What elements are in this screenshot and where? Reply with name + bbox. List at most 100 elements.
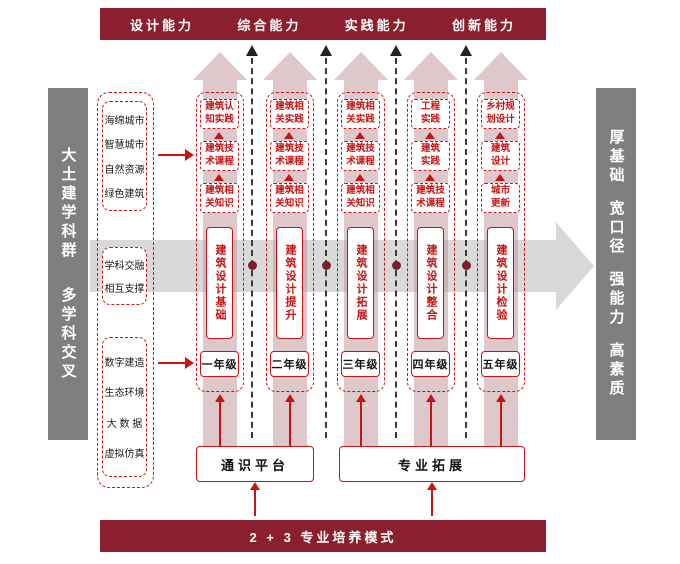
- main-flow-arrow-head-icon: [556, 222, 594, 310]
- year-label: 五年级: [481, 351, 520, 377]
- support-item: 大 数 据: [106, 418, 143, 430]
- connector-line: [289, 402, 291, 446]
- year-column-2: 建筑相 关实践 建筑技 术课程 建筑相 关知识 建筑设计提升 二年级: [266, 92, 314, 392]
- connector-arrow-icon: [356, 394, 366, 402]
- dashed-arrow-head-icon: [390, 45, 402, 56]
- node-dot: [392, 261, 401, 270]
- design-core-label: 建筑设计基础: [214, 244, 226, 322]
- connector-line: [431, 490, 433, 516]
- connector-line: [219, 402, 221, 446]
- vertical-phrase: 高素质: [607, 342, 625, 399]
- support-item: 虚拟仿真: [104, 449, 145, 461]
- dashed-arrow-head-icon: [246, 45, 258, 56]
- year-column-5: 乡村规 划设计 建筑 设计 城市 更新 建筑设计检验 五年级: [477, 92, 525, 392]
- support-item: 海绵城市: [104, 115, 145, 127]
- support-item: 数字建造: [104, 357, 145, 369]
- support-group-integration: 学科交融 相互支撑: [102, 247, 147, 305]
- design-core-label: 建筑设计提升: [284, 244, 296, 322]
- node-dot: [462, 261, 471, 270]
- course-box: 建筑相 关知识: [200, 183, 239, 213]
- vertical-phrase: 大土建学科群: [59, 146, 77, 261]
- pink-up-arrow-head-icon: [474, 52, 528, 80]
- vertical-phrase: 强能力: [607, 271, 625, 328]
- platform-label: 通识平台: [220, 457, 289, 473]
- dashed-arrow-head-icon: [320, 45, 332, 56]
- course-box: 建筑技 术课程: [270, 141, 309, 171]
- up-arrow-icon: [214, 174, 224, 181]
- support-panel: 海绵城市 智慧城市 自然资源 绿色建筑 学科交融 相互支撑 数字建造 生态环境 …: [97, 92, 154, 488]
- design-core-box: 建筑设计检验: [487, 227, 514, 339]
- up-arrow-icon: [425, 174, 435, 181]
- course-box: 建筑认 知实践: [200, 99, 239, 129]
- support-group-technology: 数字建造 生态环境 大 数 据 虚拟仿真: [102, 337, 147, 477]
- course-box: 建筑 实践: [411, 141, 450, 171]
- course-box: 建筑技 术课程: [411, 183, 450, 213]
- vertical-phrase: 多学科交叉: [59, 286, 77, 382]
- capability-label: 实践能力: [344, 17, 409, 33]
- course-box: 城市 更新: [481, 183, 520, 213]
- design-core-box: 建筑设计拓展: [347, 227, 374, 339]
- capability-label: 综合能力: [237, 17, 302, 33]
- up-arrow-icon: [284, 174, 294, 181]
- course-box: 建筑技 术课程: [200, 141, 239, 171]
- up-arrow-icon: [284, 132, 294, 139]
- connector-line: [360, 402, 362, 446]
- node-dot: [322, 261, 331, 270]
- up-arrow-icon: [495, 132, 505, 139]
- node-dot: [248, 261, 257, 270]
- dashed-arrow-line: [395, 58, 397, 438]
- up-arrow-icon: [425, 132, 435, 139]
- year-column-3: 建筑相 关实践 建筑技 术课程 建筑相 关知识 建筑设计拓展 三年级: [337, 92, 385, 392]
- year-label: 四年级: [411, 351, 450, 377]
- up-arrow-icon: [214, 132, 224, 139]
- platform-box-professional: 专业拓展: [339, 446, 525, 482]
- left-discipline-bar: 大土建学科群 多学科交叉: [48, 88, 88, 440]
- course-box: 建筑相 关知识: [341, 183, 380, 213]
- support-item: 学科交融: [104, 260, 145, 272]
- year-label: 三年级: [341, 351, 380, 377]
- design-core-label: 建筑设计拓展: [355, 244, 367, 322]
- up-arrow-icon: [355, 132, 365, 139]
- up-arrow-icon: [355, 174, 365, 181]
- support-group-cities: 海绵城市 智慧城市 自然资源 绿色建筑: [102, 101, 147, 211]
- pink-up-arrow-head-icon: [334, 52, 388, 80]
- course-box: 工程 实践: [411, 99, 450, 129]
- connector-arrow-icon: [215, 394, 225, 402]
- right-arrow-icon: [185, 149, 194, 161]
- connector-line: [500, 402, 502, 446]
- design-core-label: 建筑设计整合: [425, 244, 437, 322]
- year-column-4: 工程 实践 建筑 实践 建筑技 术课程 建筑设计整合 四年级: [407, 92, 455, 392]
- capability-bar: 设计能力 综合能力 实践能力 创新能力: [100, 8, 546, 40]
- pink-up-arrow-head-icon: [193, 52, 247, 80]
- year-label: 一年级: [200, 351, 239, 377]
- connector-line: [254, 490, 256, 516]
- right-arrow-icon: [185, 357, 194, 369]
- course-box: 建筑相 关知识: [270, 183, 309, 213]
- dashed-arrow-line: [465, 58, 467, 438]
- support-item: 智慧城市: [104, 140, 145, 152]
- design-core-box: 建筑设计整合: [417, 227, 444, 339]
- connector-arrow-icon: [250, 482, 260, 490]
- right-quality-bar: 厚基础 宽口径 强能力 高素质: [596, 88, 636, 440]
- platform-label: 专业拓展: [397, 457, 466, 473]
- course-box: 建筑技 术课程: [341, 141, 380, 171]
- course-box: 建筑 设计: [481, 141, 520, 171]
- connector-line: [158, 362, 186, 364]
- year-label: 二年级: [270, 351, 309, 377]
- connector-arrow-icon: [496, 394, 506, 402]
- year-column-1: 建筑认 知实践 建筑技 术课程 建筑相 关知识 建筑设计基础 一年级: [196, 92, 244, 392]
- dashed-arrow-line: [325, 58, 327, 438]
- connector-arrow-icon: [426, 394, 436, 402]
- support-item: 生态环境: [104, 388, 145, 400]
- connector-arrow-icon: [285, 394, 295, 402]
- design-core-box: 建筑设计提升: [276, 227, 303, 339]
- vertical-phrase: 宽口径: [607, 200, 625, 257]
- platform-box-general: 通识平台: [196, 446, 314, 482]
- mode-bar: 2 + 3 专业培养模式: [100, 520, 546, 552]
- pink-up-arrow-head-icon: [404, 52, 458, 80]
- dashed-arrow-head-icon: [460, 45, 472, 56]
- vertical-phrase: 厚基础: [607, 129, 625, 186]
- course-box: 建筑相 关实践: [270, 99, 309, 129]
- design-core-box: 建筑设计基础: [206, 227, 233, 339]
- connector-line: [158, 154, 186, 156]
